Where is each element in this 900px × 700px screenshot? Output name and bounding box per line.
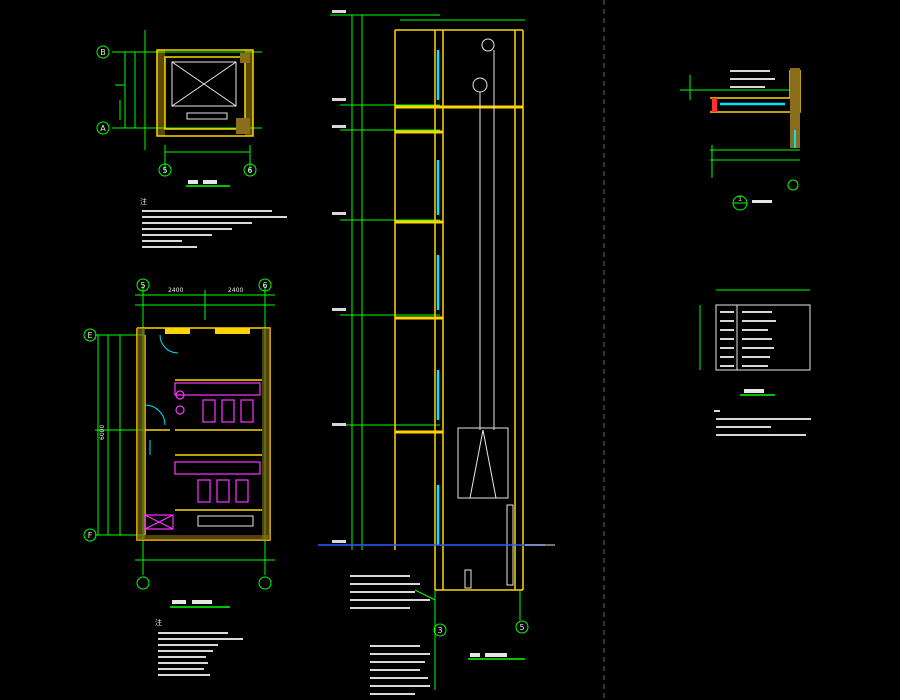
grid-bubble-label: A — [100, 124, 106, 133]
dimension-text: 2400 — [228, 287, 243, 294]
grid-bubble-label: 5 — [140, 281, 145, 290]
plan2-notes: 注 — [155, 618, 243, 676]
plan1-notes: 注 — [140, 197, 287, 248]
dimension-text: 2400 — [168, 287, 183, 294]
window-sill-detail: 1 — [680, 68, 801, 211]
notes-heading: 注 — [155, 618, 162, 627]
grid-bubble-label: 6 — [247, 166, 252, 175]
elevator-section: 3 5 — [318, 10, 555, 695]
grid-bubble-label: 3 — [437, 626, 442, 635]
grid-bubble-label: B — [100, 48, 106, 57]
grid-bubble-label: 5 — [162, 166, 167, 175]
toilet-plan: 2400 2400 6000 — [83, 278, 275, 608]
grid-bubble-label: F — [88, 531, 93, 540]
grid-bubble-label: E — [87, 331, 92, 340]
dimension-text: 6000 — [99, 425, 106, 440]
elevator-shaft-plan: B A 5 6 — [96, 30, 262, 187]
detail-bubble-label: 1 — [738, 196, 742, 203]
notes-heading: 注 — [140, 197, 147, 206]
grid-bubble-label: 5 — [519, 623, 524, 632]
door-window-schedule — [699, 289, 811, 436]
grid-bubble-label: 6 — [262, 281, 267, 290]
